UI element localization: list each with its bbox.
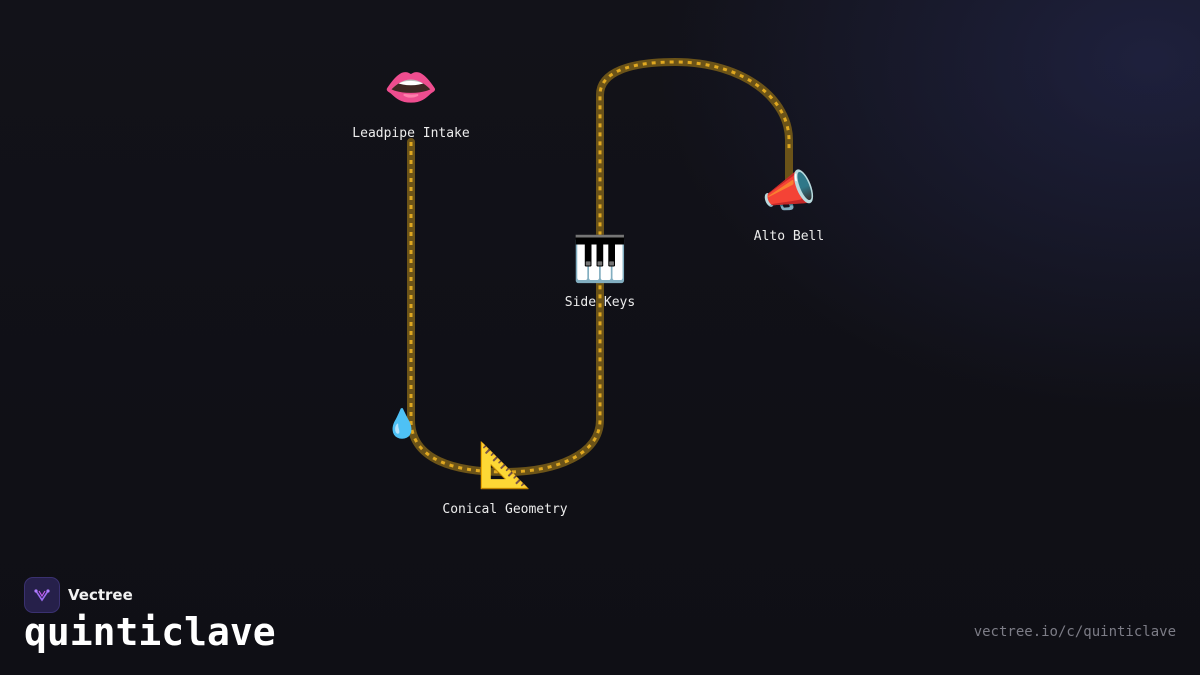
node-label-side-keys: Side Keys	[564, 295, 636, 310]
lips-icon: 👄	[383, 62, 439, 113]
vectree-logo-icon	[24, 577, 60, 613]
flow-path-outer	[407, 57, 793, 477]
droplet-icon: 💧	[384, 407, 420, 440]
node-label-conical-geometry: Conical Geometry	[442, 502, 568, 517]
brand: Vectree	[24, 577, 133, 613]
node-label-alto-bell: Alto Bell	[753, 229, 825, 244]
piano-keys-icon: 🎹	[572, 234, 628, 285]
page-title: quinticlave	[24, 610, 276, 654]
node-label-leadpipe-intake: Leadpipe Intake	[352, 126, 470, 141]
megaphone-icon: 📣	[761, 166, 817, 217]
brand-name: Vectree	[68, 586, 133, 604]
page-url[interactable]: vectree.io/c/quinticlave	[973, 624, 1176, 640]
triangular-ruler-icon: 📐	[477, 440, 533, 491]
